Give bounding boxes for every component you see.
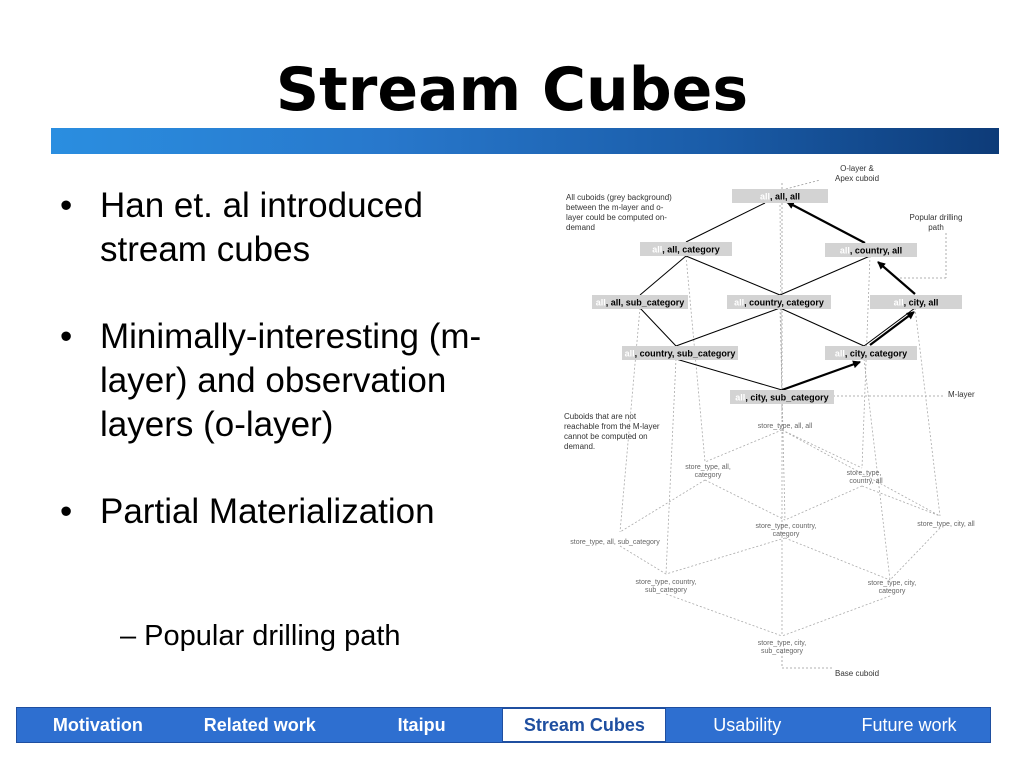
cuboid-base-line2: sub_category [761,648,804,655]
stream-cube-lattice-diagram: all, all, all all, all, category all, co… [564,164,975,678]
svg-text:all, city, category: all, city, category [835,349,907,359]
solid-lattice-edges [639,202,916,391]
annotation-not-reachable-line3: cannot be computed on [564,432,648,441]
cuboid-store-type-all-category-line2: category [695,472,722,479]
annotation-not-reachable-line1: Cuboids that are not [564,412,637,421]
nav-usability[interactable]: Usability [713,714,782,735]
annotation-m-layer: M-layer [948,390,975,399]
svg-text:all, all, category: all, all, category [652,245,720,255]
annotation-not-reachable-line4: demand. [564,442,595,451]
section-nav-bar: Motivation Related work Itaipu Stream Cu… [16,707,991,743]
cuboid-store-type-country-all-line1: store_type, [847,470,882,477]
svg-text:all, country, sub_category: all, country, sub_category [625,349,736,359]
svg-text:all, all, sub_category: all, all, sub_category [596,298,685,308]
annotation-all-cuboids-line3: layer could be computed on- [566,213,667,222]
svg-text:all, country, all: all, country, all [840,246,902,256]
annotation-o-layer-line2: Apex cuboid [835,174,879,183]
svg-text:all, city, all: all, city, all [894,298,939,308]
cuboid-all-city-all: all, city, all [870,295,962,309]
cuboid-all-all-sub-category: all, all, sub_category [592,295,688,309]
plain-cuboids: store_type, all, all store_type, all, ca… [570,423,975,655]
cuboid-all-city-category: all, city, category [825,346,917,360]
cuboid-store-type-all-category-line1: store_type, all, [685,464,731,471]
cuboid-m-layer: all, city, sub_category [730,390,834,404]
popular-drilling-path-arrows [781,201,916,392]
cuboid-store-type-city-all: store_type, city, all [917,521,975,528]
sub-bullet-drilling-path: – Popular drilling path [120,620,401,652]
cuboid-store-type-all-all: store_type, all, all [758,423,813,430]
annotation-o-layer-line1: O-layer & [840,164,874,173]
nav-future-work[interactable]: Future work [861,714,957,735]
cuboid-all-all-category: all, all, category [640,242,732,256]
annotation-all-cuboids-line1: All cuboids (grey background) [566,193,672,202]
annotation-all-cuboids-line4: demand [566,223,595,232]
svg-text:all, country, category: all, country, category [734,298,824,308]
title-underline-bar [51,128,999,154]
cuboid-apex: all, all, all [732,189,828,203]
diagram-annotations: O-layer & Apex cuboid All cuboids (grey … [564,164,975,678]
annotation-base-cuboid: Base cuboid [835,669,879,678]
cuboid-base-line1: store_type, city, [758,640,807,647]
cuboid-store-type-country-sub-category-line2: sub_category [645,587,688,594]
bullet-partial-materialization: Partial Materialization [56,490,516,534]
cuboid-store-type-all-sub-category: store_type, all, sub_category [570,539,660,546]
cuboid-store-type-country-category-line1: store_type, country, [756,523,817,530]
bullet-list: Han et. al introduced stream cubes Minim… [56,184,516,534]
svg-text:all, all, all: all, all, all [760,192,800,202]
cuboid-all-country-category: all, country, category [727,295,831,309]
cuboid-store-type-country-category-line2: category [773,531,800,538]
svg-text:all, city, sub_category: all, city, sub_category [735,393,828,403]
cuboid-store-type-country-all-line2: country, all [849,478,883,485]
annotation-popular-line2: path [928,223,944,232]
cuboid-store-type-country-sub-category-line1: store_type, country, [636,579,697,586]
slide-title: Stream Cubes [275,55,749,125]
cuboid-all-country-all: all, country, all [825,243,917,257]
dotted-lattice-edges [619,204,941,637]
cuboid-all-country-sub-category: all, country, sub_category [622,346,738,360]
annotation-popular-line1: Popular drilling [910,213,963,222]
annotation-not-reachable-line2: reachable from the M-layer [564,422,660,431]
bullet-m-layer-o-layer: Minimally-interesting (m-layer) and obse… [56,315,516,447]
nav-itaipu[interactable]: Itaipu [397,714,446,735]
cuboid-store-type-city-category-line2: category [879,588,906,595]
bullet-han-stream-cubes: Han et. al introduced stream cubes [56,184,516,272]
nav-stream-cubes[interactable]: Stream Cubes [502,708,667,742]
annotation-all-cuboids-line2: between the m-layer and o- [566,203,664,212]
nav-motivation[interactable]: Motivation [52,714,143,735]
cuboid-store-type-city-category-line1: store_type, city, [868,580,917,587]
nav-related-work[interactable]: Related work [203,714,316,735]
